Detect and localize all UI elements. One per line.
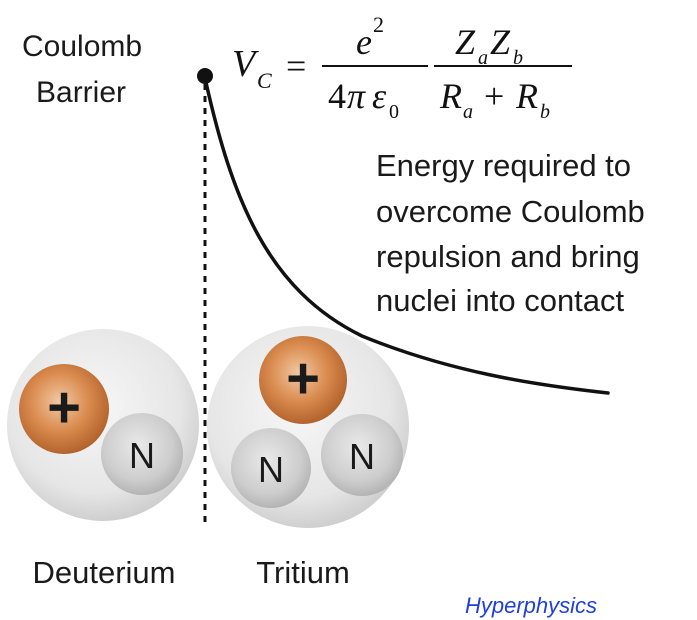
- barrier-label-line2: Barrier: [36, 76, 126, 109]
- formula-den1-pi: π: [347, 76, 366, 116]
- deuterium-label: Deuterium: [33, 555, 176, 590]
- tritium-neutron-right-symbol: N: [349, 436, 375, 477]
- formula-den2-ra: R: [439, 76, 462, 116]
- formula-num1: e: [356, 22, 372, 62]
- formula-den2-ra-sub: a: [463, 101, 473, 123]
- tritium-neutron-left-symbol: N: [258, 449, 284, 490]
- deuterium-neutron: [101, 413, 183, 495]
- tritium-proton: [259, 336, 347, 424]
- formula-num2-zb: Z: [490, 22, 511, 62]
- formula-den1-four: 4: [328, 76, 346, 116]
- barrier-label-line1: Coulomb: [22, 30, 142, 63]
- formula-den2-plus: +: [484, 76, 504, 116]
- deuterium-nucleus: + N: [7, 329, 199, 521]
- tritium-neutron-left: [231, 428, 311, 508]
- deuterium-proton: [19, 364, 109, 454]
- deuterium-proton-symbol: +: [47, 375, 81, 440]
- hyperphysics-credit-link[interactable]: Hyperphysics: [465, 593, 597, 618]
- formula-lhs: V: [232, 43, 259, 85]
- tritium-nucleus: + N N: [207, 326, 409, 528]
- formula-num2-zb-sub: b: [513, 47, 523, 69]
- tritium-label: Tritium: [256, 555, 350, 590]
- barrier-peak-dot: [197, 68, 213, 84]
- description-line4: nuclei into contact: [376, 283, 625, 318]
- tritium-neutron-right: [321, 414, 403, 496]
- formula-lhs-sub: C: [257, 68, 272, 93]
- formula-num1-sup: 2: [373, 12, 384, 37]
- description-line3: repulsion and bring: [376, 239, 640, 274]
- formula-den2-rb-sub: b: [540, 101, 550, 123]
- description-line2: overcome Coulomb: [376, 194, 645, 229]
- formula-num2-za-sub: a: [478, 47, 488, 69]
- tritium-proton-symbol: +: [286, 346, 320, 411]
- formula-num2-za: Z: [455, 22, 476, 62]
- formula-den2-rb: R: [515, 76, 538, 116]
- coulomb-barrier-curve: [203, 76, 610, 395]
- coulomb-formula: V C = e 2 4 π ε 0 Z a Z b R a + R b: [232, 12, 572, 123]
- formula-den1-eps: ε: [372, 76, 387, 116]
- description-line1: Energy required to: [376, 148, 631, 183]
- formula-den1-eps-sub: 0: [389, 101, 399, 123]
- formula-equals: =: [286, 46, 306, 86]
- deuterium-neutron-symbol: N: [129, 435, 155, 476]
